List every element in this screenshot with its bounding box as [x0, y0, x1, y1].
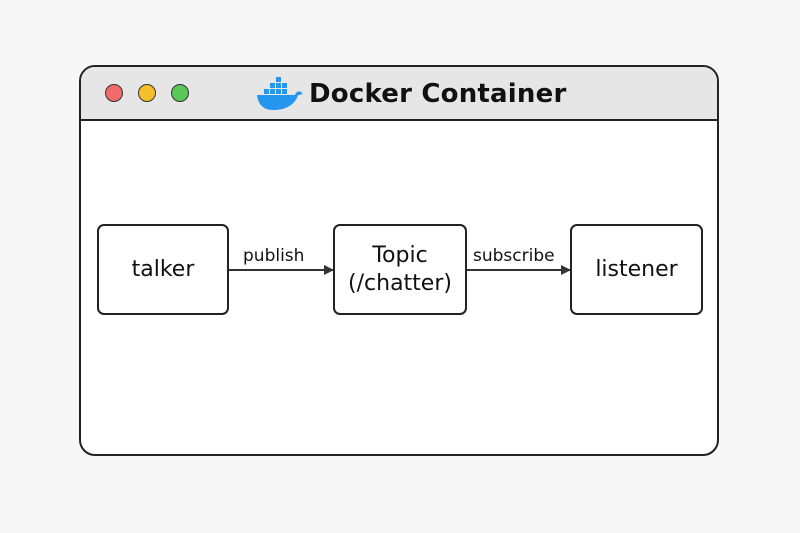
window-title-group: Docker Container [255, 76, 566, 112]
window-title: Docker Container [309, 79, 567, 109]
topic-label: Topic [372, 242, 428, 268]
talker-label: talker [131, 256, 195, 282]
topic-node: Topic (/chatter) [333, 224, 467, 315]
minimize-button[interactable] [138, 84, 156, 102]
close-button[interactable] [105, 84, 123, 102]
window-titlebar: Docker Container [81, 67, 717, 121]
docker-whale-icon [257, 77, 303, 110]
listener-node: listener [570, 224, 703, 315]
listener-label: listener [595, 256, 678, 282]
maximize-button[interactable] [171, 84, 189, 102]
topic-name-label: (/chatter) [348, 270, 452, 296]
talker-node: talker [97, 224, 229, 315]
subscribe-label: subscribe [473, 246, 555, 266]
publish-label: publish [243, 246, 305, 266]
